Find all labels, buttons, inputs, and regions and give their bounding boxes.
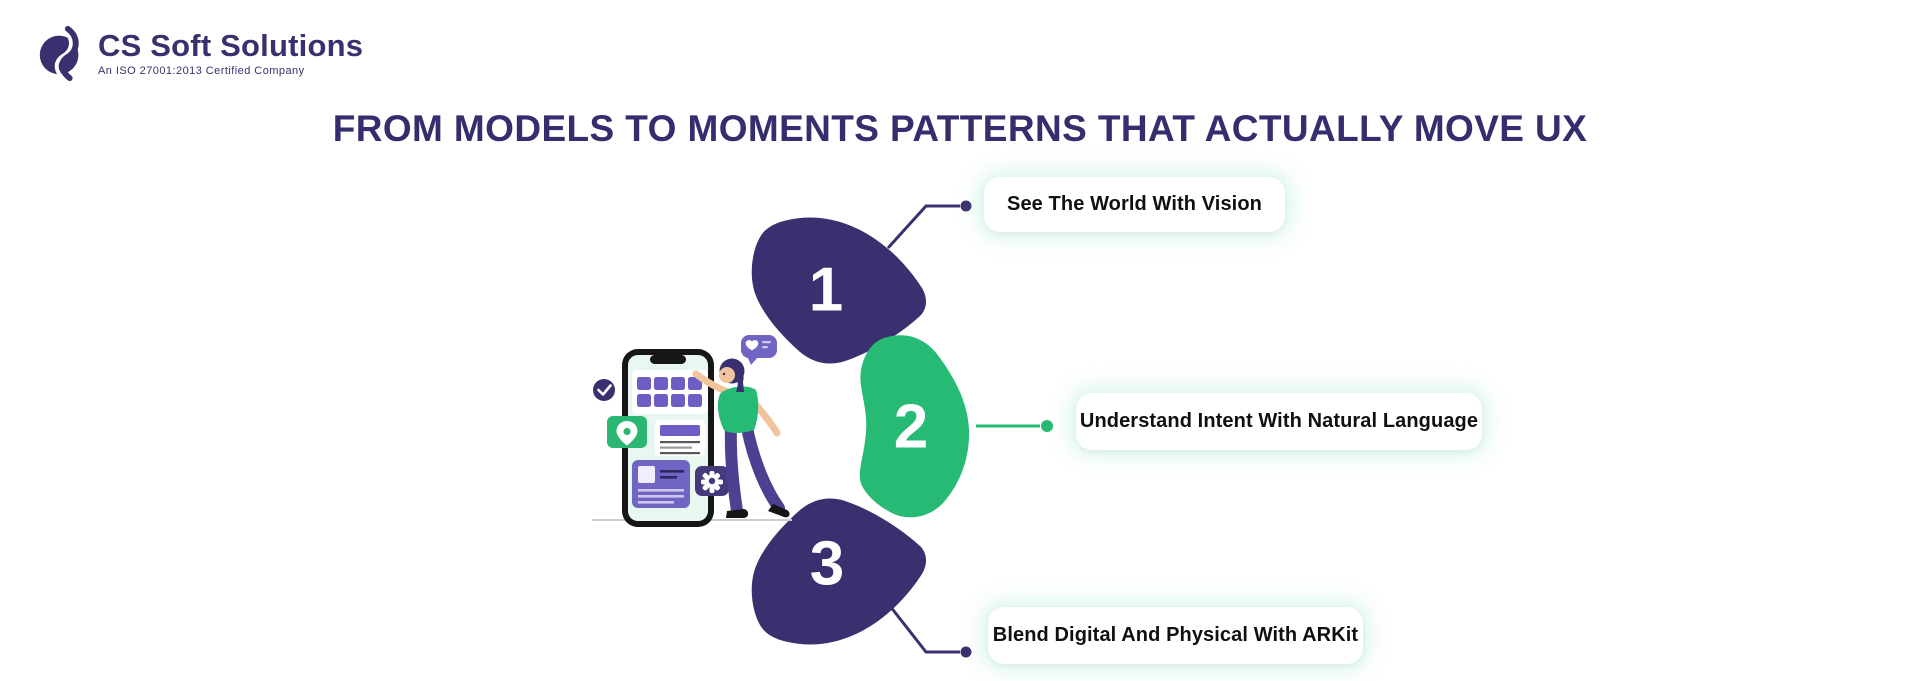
brand-logo: CS Soft Solutions An ISO 27001:2013 Cert… [36, 24, 363, 82]
step-1-label-card: See The World With Vision [984, 177, 1285, 232]
heart-chat-bubble-icon [741, 335, 777, 365]
app-grid-icon [632, 370, 708, 414]
brand-name: CS Soft Solutions [98, 28, 364, 63]
step-3-number: 3 [810, 530, 844, 599]
gear-icon [695, 466, 729, 496]
step-2-label-card: Understand Intent With Natural Language [1076, 393, 1482, 450]
article-card [632, 460, 690, 508]
step-2-blob [859, 335, 970, 518]
location-pin-icon [607, 416, 647, 448]
step-3-blob [751, 498, 926, 645]
step-1-number: 1 [809, 256, 843, 325]
text-card [655, 420, 705, 456]
step-1-label: See The World With Vision [1007, 193, 1262, 215]
step-2-label: Understand Intent With Natural Language [1079, 410, 1479, 432]
step-3-label-card: Blend Digital And Physical With ARKit [988, 607, 1363, 664]
step-2-number: 2 [894, 393, 928, 462]
brand-tagline: An ISO 27001:2013 Certified Company [98, 65, 305, 77]
cs-monogram-icon [39, 25, 79, 82]
step-2-connector [976, 420, 1053, 432]
step-1-connector [886, 200, 972, 250]
phone-illustration [592, 335, 792, 527]
page-title: FROM MODELS TO MOMENTS PATTERNS THAT ACT… [332, 108, 1588, 149]
check-icon [593, 379, 615, 401]
phone-notch [650, 355, 686, 364]
step-3-label: Blend Digital And Physical With ARKit [992, 624, 1359, 646]
woman-figure [692, 358, 790, 518]
process-diagram: 1 2 3 [592, 200, 1053, 658]
brand-text: CS Soft Solutions An ISO 27001:2013 Cert… [98, 29, 363, 77]
step-1-blob [751, 217, 926, 364]
step-3-connector [888, 605, 972, 658]
